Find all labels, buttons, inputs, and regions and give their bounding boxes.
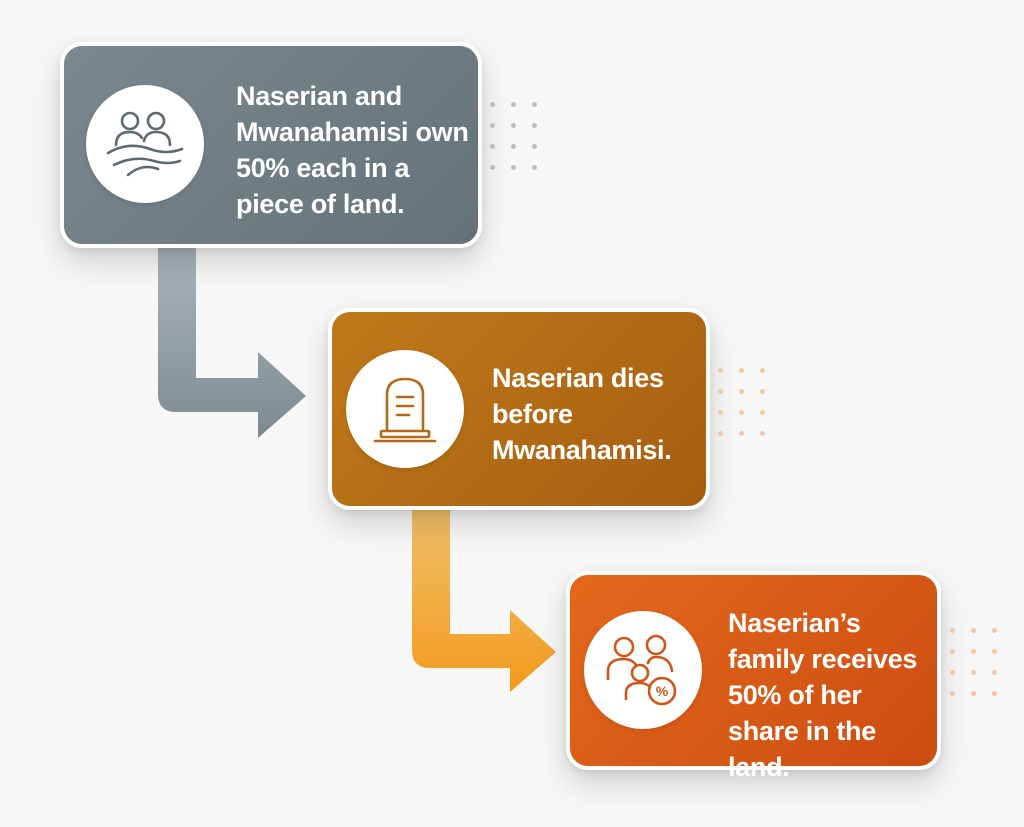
step-card-3: % Naserian’s family receives 50% of her …: [566, 571, 941, 782]
step-text-1: Naserian and Mwanahamisi own 50% each in…: [236, 81, 469, 219]
step-text-3: Naserian’s family receives 50% of her sh…: [728, 608, 918, 782]
step-card-2: Naserian dies before Mwanahamisi.: [328, 308, 710, 510]
family-percent-icon: %: [584, 611, 702, 729]
decorative-dots-1: [490, 102, 537, 170]
step-card-1: Naserian and Mwanahamisi own 50% each in…: [60, 42, 482, 248]
percent-badge-text: %: [656, 683, 669, 699]
step-text-2: Naserian dies before Mwanahamisi.: [492, 363, 672, 465]
gravestone-icon: [346, 350, 464, 468]
decorative-dots-2: [718, 368, 765, 436]
decorative-dots-3: [950, 628, 997, 696]
people-land-icon: [86, 85, 204, 203]
